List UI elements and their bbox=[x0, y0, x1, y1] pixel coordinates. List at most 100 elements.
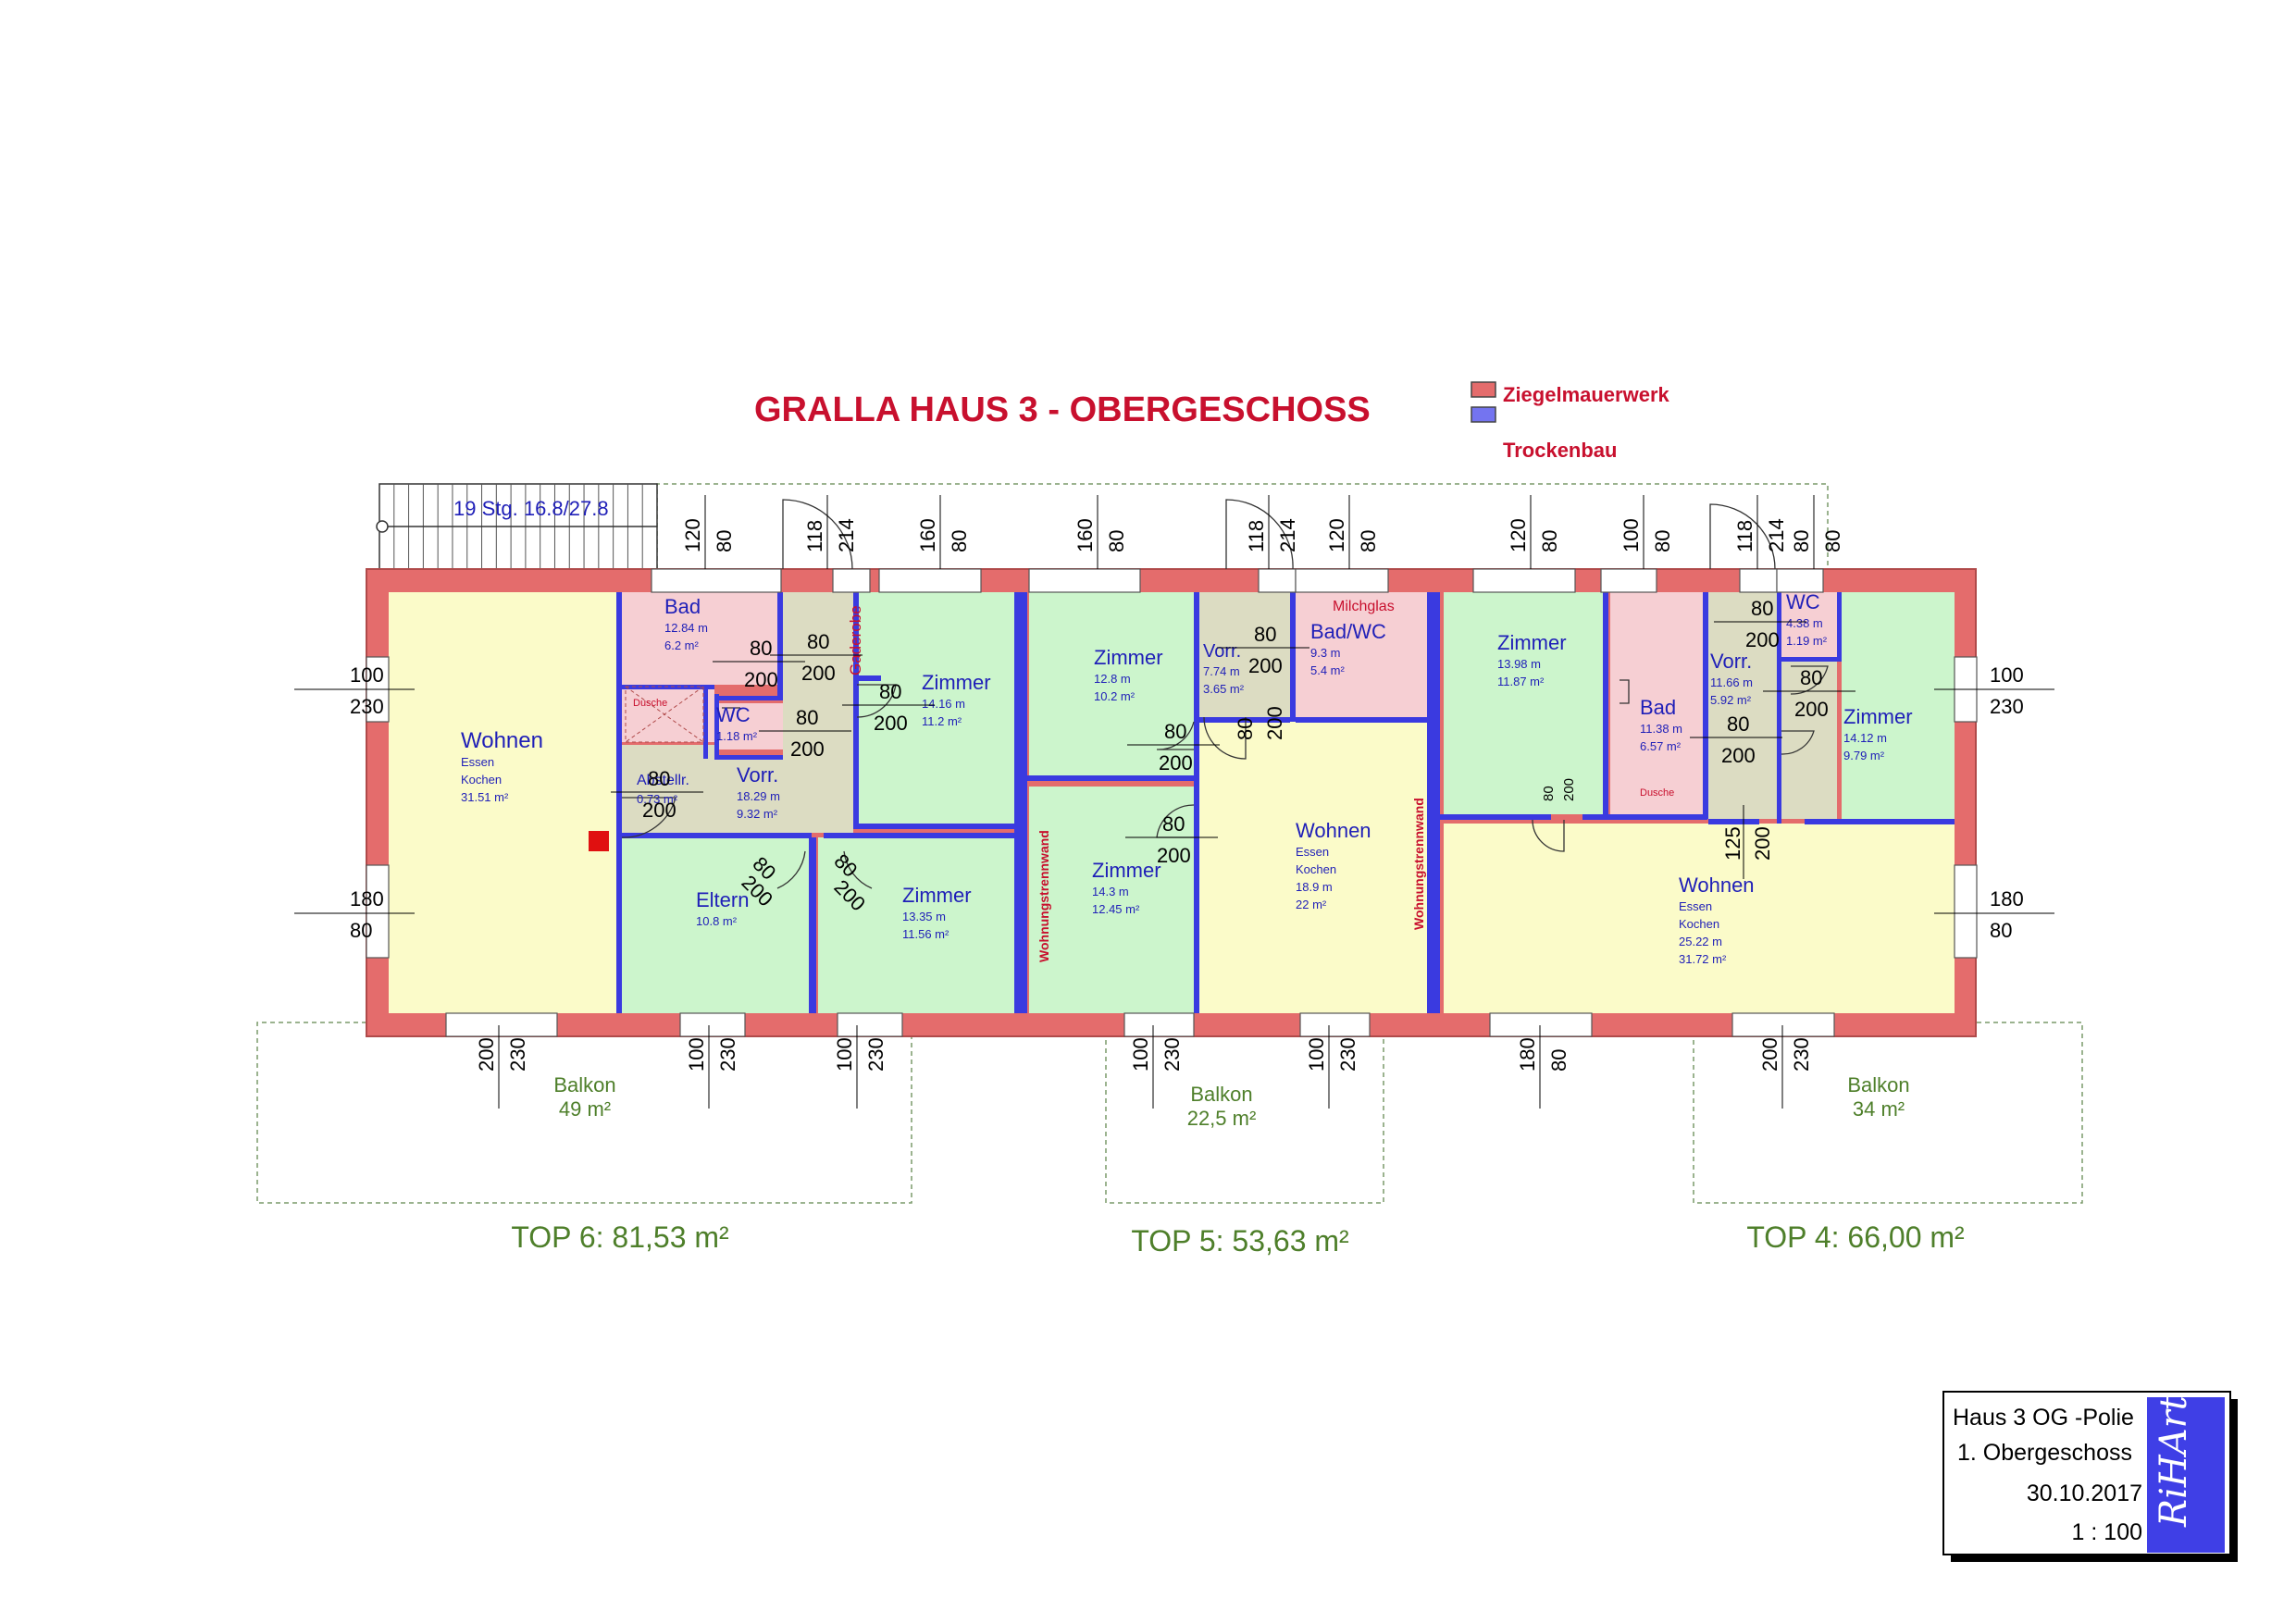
room-detail: 9.3 m bbox=[1310, 646, 1341, 660]
company-logo: RiHArt bbox=[2153, 1394, 2195, 1528]
dimension-value: 200 bbox=[1263, 706, 1286, 740]
title-block-date: 30.10.2017 bbox=[2027, 1481, 2142, 1506]
room-detail: 22 m² bbox=[1296, 898, 1327, 911]
dimension-value: 80 bbox=[796, 706, 818, 729]
dimension-value: 80 bbox=[1727, 712, 1749, 736]
dimension-value: 80 bbox=[948, 530, 971, 552]
dimension-value: 120 bbox=[1325, 518, 1348, 552]
room-detail: 9.32 m² bbox=[737, 807, 778, 821]
dimension-value: 230 bbox=[350, 695, 384, 718]
stair-label: 19 Stg. 16.8/27.8 bbox=[453, 497, 609, 520]
legend-swatch-drywall bbox=[1471, 406, 1496, 423]
room-detail: Kochen bbox=[461, 773, 502, 787]
dimension-value: 80 bbox=[1538, 530, 1561, 552]
dimension-value: 200 bbox=[874, 712, 908, 735]
title-block: Haus 3 OG -Polie 1. Obergeschoss 30.10.2… bbox=[1942, 1391, 2238, 1562]
room-name: Zimmer bbox=[1843, 705, 1913, 728]
title-block-floor: 1. Obergeschoss bbox=[1957, 1440, 2132, 1466]
dimension-value: 100 bbox=[685, 1037, 708, 1072]
room-detail: 9.79 m² bbox=[1843, 749, 1885, 762]
dimension-value: 80 bbox=[1234, 718, 1257, 740]
dimension-value: 80 bbox=[750, 637, 772, 660]
dimension-value: 214 bbox=[835, 518, 858, 552]
room-detail: 5.92 m² bbox=[1710, 693, 1752, 707]
dimension-value: 230 bbox=[1790, 1037, 1813, 1072]
room-detail: 3.65 m² bbox=[1203, 682, 1245, 696]
legend-swatch-brick bbox=[1471, 381, 1496, 398]
dimension-value: 80 bbox=[648, 767, 670, 790]
room-fills bbox=[389, 592, 1955, 1013]
dimension-value: 80 bbox=[1164, 720, 1186, 743]
dimension-value: 200 bbox=[475, 1037, 498, 1072]
dimension-value: 230 bbox=[864, 1037, 887, 1072]
room-detail: 1.18 m² bbox=[716, 729, 758, 743]
partition-walls bbox=[616, 592, 1955, 1013]
room-detail: 12.8 m bbox=[1094, 672, 1131, 686]
room-detail: 14.16 m bbox=[922, 697, 965, 711]
room-detail: 18.29 m bbox=[737, 789, 780, 803]
dimension-value: 120 bbox=[1507, 518, 1530, 552]
dimension-value: 118 bbox=[1733, 520, 1756, 552]
dimension-value: 80 bbox=[1651, 530, 1674, 552]
balcony-area-top5: 22,5 m² bbox=[1187, 1107, 1257, 1130]
dimension-value: 200 bbox=[1248, 654, 1283, 677]
party-wall-label-1: Wohnungstrennwand bbox=[1036, 830, 1051, 962]
room-name: Zimmer bbox=[1094, 646, 1163, 669]
dimension-value: 80 bbox=[1990, 919, 2012, 942]
dimension-value: 80 bbox=[1751, 597, 1773, 620]
room-name: Abstellr. bbox=[637, 773, 689, 788]
room-detail: 31.72 m² bbox=[1679, 952, 1727, 966]
title-block-scale: 1 : 100 bbox=[2072, 1519, 2142, 1545]
room-name: Vorr. bbox=[1203, 641, 1241, 662]
unit-total-top6: TOP 6: 81,53 m² bbox=[511, 1220, 729, 1254]
room-detail: 14.3 m bbox=[1092, 885, 1129, 898]
dimension-value: 230 bbox=[1336, 1037, 1359, 1072]
dimension-value: 80 bbox=[1541, 786, 1557, 801]
dimension-value: 200 bbox=[1159, 751, 1193, 774]
room-name: WC bbox=[716, 703, 751, 726]
room-name: Wohnen bbox=[1296, 819, 1371, 842]
room-name: Wohnen bbox=[461, 728, 543, 753]
dimension-value: 80 bbox=[1790, 530, 1813, 552]
room-name: Dusche bbox=[633, 698, 667, 709]
room-detail: 10.8 m² bbox=[696, 914, 738, 928]
dimension-value: 80 bbox=[879, 680, 901, 703]
dimension-value: 80 bbox=[713, 530, 736, 552]
legend-label-brick: Ziegelmauerwerk bbox=[1503, 383, 1670, 406]
dimension-value: 230 bbox=[716, 1037, 739, 1072]
room-detail: 7.74 m bbox=[1203, 664, 1240, 678]
room-detail: 11.56 m² bbox=[902, 927, 949, 941]
dimension-value: 125 bbox=[1721, 826, 1744, 861]
room-detail: 11.66 m bbox=[1710, 675, 1753, 689]
dimension-value: 100 bbox=[1305, 1037, 1328, 1072]
room-name: Milchglas bbox=[1333, 599, 1395, 614]
room-name: Zimmer bbox=[902, 884, 972, 907]
room-name: Zimmer bbox=[922, 671, 991, 694]
dimension-value: 80 bbox=[807, 630, 829, 653]
room-detail: Kochen bbox=[1679, 917, 1719, 931]
room-name: Bad/WC bbox=[1310, 620, 1386, 643]
room-detail: 4.38 m bbox=[1786, 616, 1823, 630]
dimension-value: 100 bbox=[833, 1037, 856, 1072]
dimension-value: 80 bbox=[1254, 623, 1276, 646]
room-name: Vorr. bbox=[1710, 650, 1752, 673]
room-detail: 31.51 m² bbox=[461, 790, 509, 804]
dimension-value: 200 bbox=[1794, 698, 1829, 721]
dimension-value: 200 bbox=[744, 668, 778, 691]
chimney-marker bbox=[589, 831, 609, 851]
dimension-value: 120 bbox=[681, 518, 704, 552]
dimension-value: 80 bbox=[350, 919, 372, 942]
dimension-value: 118 bbox=[1245, 520, 1268, 552]
dimension-value: 160 bbox=[1074, 518, 1097, 552]
room-name: Wohnen bbox=[1679, 873, 1755, 897]
room-name: WC bbox=[1786, 590, 1820, 613]
dimension-value: 100 bbox=[350, 663, 384, 687]
room-detail: 12.45 m² bbox=[1092, 902, 1140, 916]
room-detail: 13.35 m bbox=[902, 910, 946, 923]
room-detail: 10.2 m² bbox=[1094, 689, 1136, 703]
stair: 19 Stg. 16.8/27.8 bbox=[376, 483, 658, 570]
dimension-value: 80 bbox=[1105, 530, 1128, 552]
balcony-area-top6: 49 m² bbox=[559, 1097, 611, 1121]
